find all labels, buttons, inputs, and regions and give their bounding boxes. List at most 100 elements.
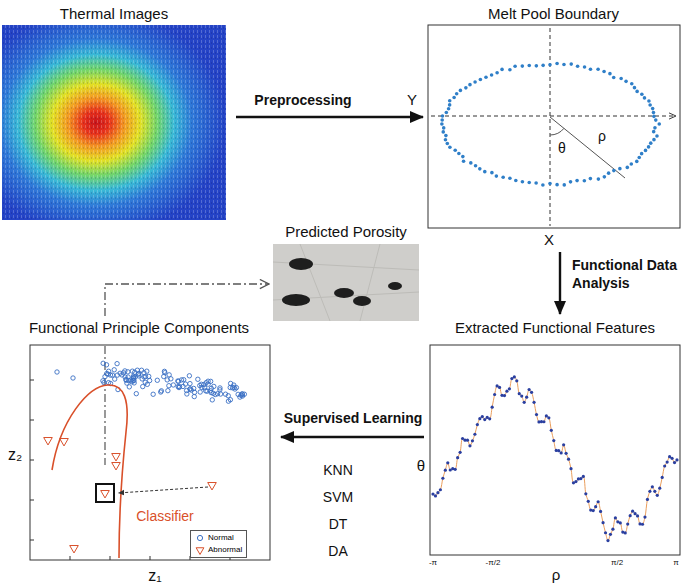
abnormal-point [101, 491, 110, 498]
feature-point [626, 522, 629, 525]
feature-point [599, 510, 602, 513]
feature-point [648, 490, 651, 493]
boundary-point [495, 71, 499, 75]
boundary-point [651, 107, 655, 111]
feature-point [579, 477, 582, 480]
boundary-point [603, 175, 607, 179]
axis-label: z₂ [8, 446, 22, 464]
normal-point [171, 383, 175, 387]
normal-point [184, 388, 188, 392]
legend: NormalAbnormal [190, 530, 247, 558]
boundary-point [640, 152, 644, 156]
feature-point [439, 488, 442, 491]
normal-point [183, 382, 187, 386]
method-name: DT [329, 516, 348, 532]
normal-point [192, 394, 196, 398]
normal-point [102, 380, 106, 384]
feature-point [564, 452, 567, 455]
boundary-point [548, 63, 552, 67]
boundary-point [569, 180, 573, 184]
fitted-curve [433, 377, 677, 541]
feature-point [468, 444, 471, 447]
boundary-point [490, 73, 494, 77]
boundary-point [555, 183, 559, 187]
normal-point [176, 379, 180, 383]
abnormal-point [70, 546, 79, 553]
boundary-point [464, 86, 468, 90]
flow-arrow [559, 252, 561, 314]
abnormal-point [112, 454, 121, 461]
boundary-point [453, 148, 457, 152]
pore [289, 258, 313, 270]
normal-point [177, 385, 181, 389]
thermal-texture [2, 25, 226, 220]
legend-text: Abnormal [208, 544, 242, 556]
normal-point [147, 378, 151, 382]
normal-point [55, 370, 59, 374]
angle-symbol: θ [558, 140, 566, 156]
panel-title: Functional Principle Components [29, 318, 249, 338]
legend-entry: Normal [195, 532, 242, 544]
boundary-point [479, 78, 483, 82]
feature-point [661, 476, 664, 479]
abnormal-point [112, 463, 121, 470]
panel-area [5, 338, 273, 560]
tick-label: -π/2 [486, 558, 501, 567]
boundary-point [440, 122, 444, 126]
boundary-point [644, 149, 648, 153]
boundary-point [473, 80, 477, 84]
triangle-marker [196, 548, 204, 555]
feature-point [481, 415, 484, 418]
feature-point [636, 514, 639, 517]
boundary-point [637, 156, 641, 160]
boundary-point [448, 145, 452, 149]
feature-point [646, 498, 649, 501]
normal-point [124, 377, 128, 381]
normal-point [133, 375, 137, 379]
boundary-point [521, 64, 525, 68]
feature-point [505, 390, 508, 393]
feature-point [508, 387, 511, 390]
boundary-point [619, 77, 623, 81]
classifier-curve [52, 385, 127, 558]
panel-area [430, 338, 680, 557]
boundary-point [478, 167, 482, 171]
boundary-point [657, 122, 661, 126]
feature-point [597, 500, 600, 503]
tick-label: π [673, 558, 679, 567]
feature-point [471, 439, 474, 442]
normal-point [104, 363, 108, 367]
axis-label: X [544, 231, 554, 248]
boundary-point [612, 169, 616, 173]
feature-point [434, 494, 437, 497]
feature-point [476, 423, 479, 426]
boundary-point [445, 111, 449, 115]
boundary-point [535, 64, 539, 68]
feature-point [601, 521, 604, 524]
thermal-image-panel: Thermal Images [0, 4, 228, 220]
feature-point [624, 531, 627, 534]
tick-label: π/2 [611, 558, 623, 567]
feature-point [673, 461, 676, 464]
boundary-point [643, 96, 647, 100]
axis-label: θ [417, 457, 425, 474]
boundary-points [440, 62, 661, 187]
boundary-point [455, 92, 459, 96]
feature-point [444, 469, 447, 472]
feature-point [441, 477, 444, 480]
feature-point [611, 528, 614, 531]
feature-point [567, 458, 570, 461]
feature-point [525, 396, 528, 399]
flow-arrow [281, 436, 424, 438]
boundary-point [635, 160, 639, 164]
normal-point [151, 392, 155, 396]
feature-plot-panel: Extracted Functional Features [430, 318, 680, 557]
boundary-point [444, 138, 448, 142]
normal-point [196, 377, 200, 381]
thermal-image [2, 25, 226, 220]
boundary-point [461, 155, 465, 159]
feature-point [503, 394, 506, 397]
normal-point [110, 373, 114, 377]
boundary-point [555, 62, 559, 66]
normal-point [134, 391, 138, 395]
